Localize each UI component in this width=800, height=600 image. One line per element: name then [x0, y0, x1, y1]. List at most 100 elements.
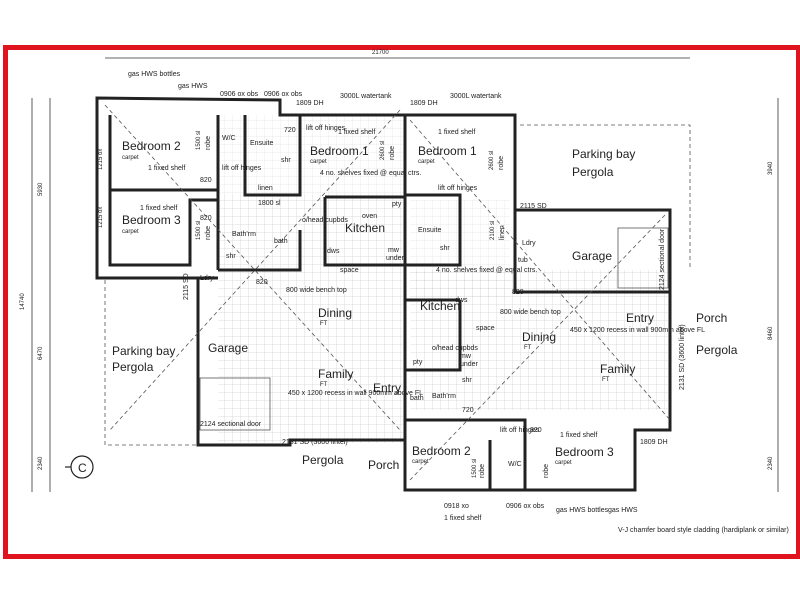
svg-text:robe: robe [543, 464, 550, 478]
room-kitchen-a: Kitchen [345, 221, 385, 235]
svg-text:1 fixed shelf: 1 fixed shelf [140, 205, 177, 212]
svg-text:carpet: carpet [122, 155, 139, 161]
svg-text:robe: robe [205, 136, 212, 150]
svg-text:Bath'rm: Bath'rm [432, 393, 456, 400]
svg-text:2600 sl: 2600 sl [489, 151, 495, 170]
svg-text:720: 720 [284, 127, 296, 134]
svg-text:1500 sl: 1500 sl [196, 131, 202, 150]
svg-text:bath: bath [274, 238, 288, 245]
svg-text:Pergola: Pergola [302, 453, 344, 467]
svg-text:8460: 8460 [768, 326, 774, 340]
svg-text:carpet: carpet [122, 229, 139, 235]
svg-text:1 fixed shelf: 1 fixed shelf [338, 129, 375, 136]
svg-text:1 fixed shelf: 1 fixed shelf [560, 432, 597, 439]
svg-text:under: under [386, 255, 405, 262]
svg-text:1500 sl: 1500 sl [472, 459, 478, 478]
room-bedroom3-a: Bedroom 3 [122, 213, 181, 227]
unit-b-labels: 1809 DH 3000L watertank Bedroom 1 carpet… [410, 93, 789, 534]
svg-text:2100 sl: 2100 sl [490, 221, 496, 240]
svg-text:2124 sectional door: 2124 sectional door [659, 228, 666, 290]
svg-text:1800 sl: 1800 sl [258, 200, 281, 207]
svg-text:bath: bath [410, 395, 424, 402]
svg-text:1215 ox: 1215 ox [98, 149, 104, 170]
svg-text:720: 720 [462, 407, 474, 414]
svg-text:3940: 3940 [768, 161, 774, 175]
room-bedroom1-a: Bedroom 1 [310, 144, 369, 158]
svg-text:carpet: carpet [418, 159, 435, 165]
svg-text:1 fixed shelf: 1 fixed shelf [438, 129, 475, 136]
room-family-a: Family [318, 367, 353, 381]
svg-text:1809 DH: 1809 DH [296, 100, 324, 107]
svg-text:shr: shr [440, 245, 450, 252]
room-entry-a: Entry [373, 381, 401, 395]
svg-text:dws: dws [455, 297, 468, 304]
svg-text:FT: FT [320, 321, 328, 327]
svg-text:6470: 6470 [38, 346, 44, 360]
svg-text:2115 SD: 2115 SD [520, 203, 547, 210]
svg-text:robe: robe [389, 146, 396, 160]
section-marker: C [65, 455, 94, 479]
svg-text:Parking bay: Parking bay [572, 147, 635, 161]
svg-text:lift off hinges: lift off hinges [500, 427, 540, 434]
svg-text:2131 SD (3600 lintel): 2131 SD (3600 lintel) [679, 324, 686, 390]
svg-text:450 x 1200 recess in wall 900m: 450 x 1200 recess in wall 900mm above FL [288, 390, 423, 397]
svg-text:C: C [78, 461, 87, 475]
room-bedroom2-b: Bedroom 2 [412, 444, 471, 458]
unit-a [95, 96, 407, 447]
svg-text:800 wide bench top: 800 wide bench top [286, 287, 347, 294]
svg-text:o/head cupbds: o/head cupbds [432, 345, 478, 352]
svg-text:1 fixed shelf: 1 fixed shelf [444, 515, 481, 522]
svg-text:3000L watertank: 3000L watertank [450, 93, 502, 100]
svg-text:shr: shr [281, 157, 291, 164]
svg-text:2115 SD: 2115 SD [183, 273, 190, 300]
room-dining-b: Dining [522, 330, 556, 344]
svg-text:gas HWS: gas HWS [608, 507, 638, 514]
svg-text:under: under [460, 361, 479, 368]
svg-text:0918 xo: 0918 xo [444, 503, 469, 510]
svg-text:shr: shr [226, 253, 236, 260]
room-kitchen-b: Kitchen [420, 299, 460, 313]
svg-text:0906 ox obs: 0906 ox obs [220, 91, 259, 98]
svg-text:0906 ox obs: 0906 ox obs [264, 91, 303, 98]
overall-dimension: 21700 [105, 50, 690, 59]
svg-text:4 no. shelves fixed @ equal ct: 4 no. shelves fixed @ equal ctrs. [436, 267, 537, 274]
svg-text:820: 820 [512, 289, 524, 296]
svg-text:Pergola: Pergola [572, 165, 614, 179]
right-dimensions: 3940 8460 2340 [768, 98, 779, 492]
svg-text:820: 820 [200, 215, 212, 222]
svg-text:pty: pty [413, 359, 423, 366]
svg-text:2124 sectional door: 2124 sectional door [200, 421, 262, 428]
svg-text:oven: oven [362, 213, 377, 220]
svg-text:pty: pty [392, 201, 402, 208]
room-garage-a: Garage [208, 341, 248, 355]
room-porch-a: Porch [368, 458, 399, 472]
svg-text:carpet: carpet [412, 459, 429, 465]
svg-text:space: space [476, 325, 495, 332]
svg-text:shr: shr [462, 377, 472, 384]
svg-text:1500 sl: 1500 sl [196, 221, 202, 240]
svg-text:gas HWS bottles: gas HWS bottles [128, 71, 181, 78]
svg-text:2340: 2340 [38, 456, 44, 470]
svg-text:gas HWS bottles: gas HWS bottles [556, 507, 609, 514]
svg-text:14740: 14740 [20, 293, 26, 310]
svg-text:mw: mw [388, 247, 400, 254]
unit-b [403, 113, 691, 492]
svg-text:dws: dws [327, 248, 340, 255]
room-entry-b: Entry [626, 311, 654, 325]
room-family-b: Family [600, 362, 635, 376]
svg-text:carpet: carpet [555, 460, 572, 466]
svg-text:W/C: W/C [222, 135, 236, 142]
svg-text:carpet: carpet [310, 159, 327, 165]
svg-text:Ldry: Ldry [522, 240, 536, 247]
svg-text:2131 SD (3600 lintel): 2131 SD (3600 lintel) [282, 439, 348, 446]
room-bedroom1-b: Bedroom 1 [418, 144, 477, 158]
svg-text:lift off hinges: lift off hinges [438, 185, 478, 192]
svg-text:Parking bay: Parking bay [112, 344, 175, 358]
svg-text:FT: FT [602, 377, 610, 383]
svg-text:robe: robe [479, 464, 486, 478]
svg-text:tub: tub [518, 257, 528, 264]
room-bedroom3-b: Bedroom 3 [555, 445, 614, 459]
svg-text:4 no. shelves fixed @ equal ct: 4 no. shelves fixed @ equal ctrs. [320, 170, 421, 177]
svg-text:0906 ox obs: 0906 ox obs [506, 503, 545, 510]
